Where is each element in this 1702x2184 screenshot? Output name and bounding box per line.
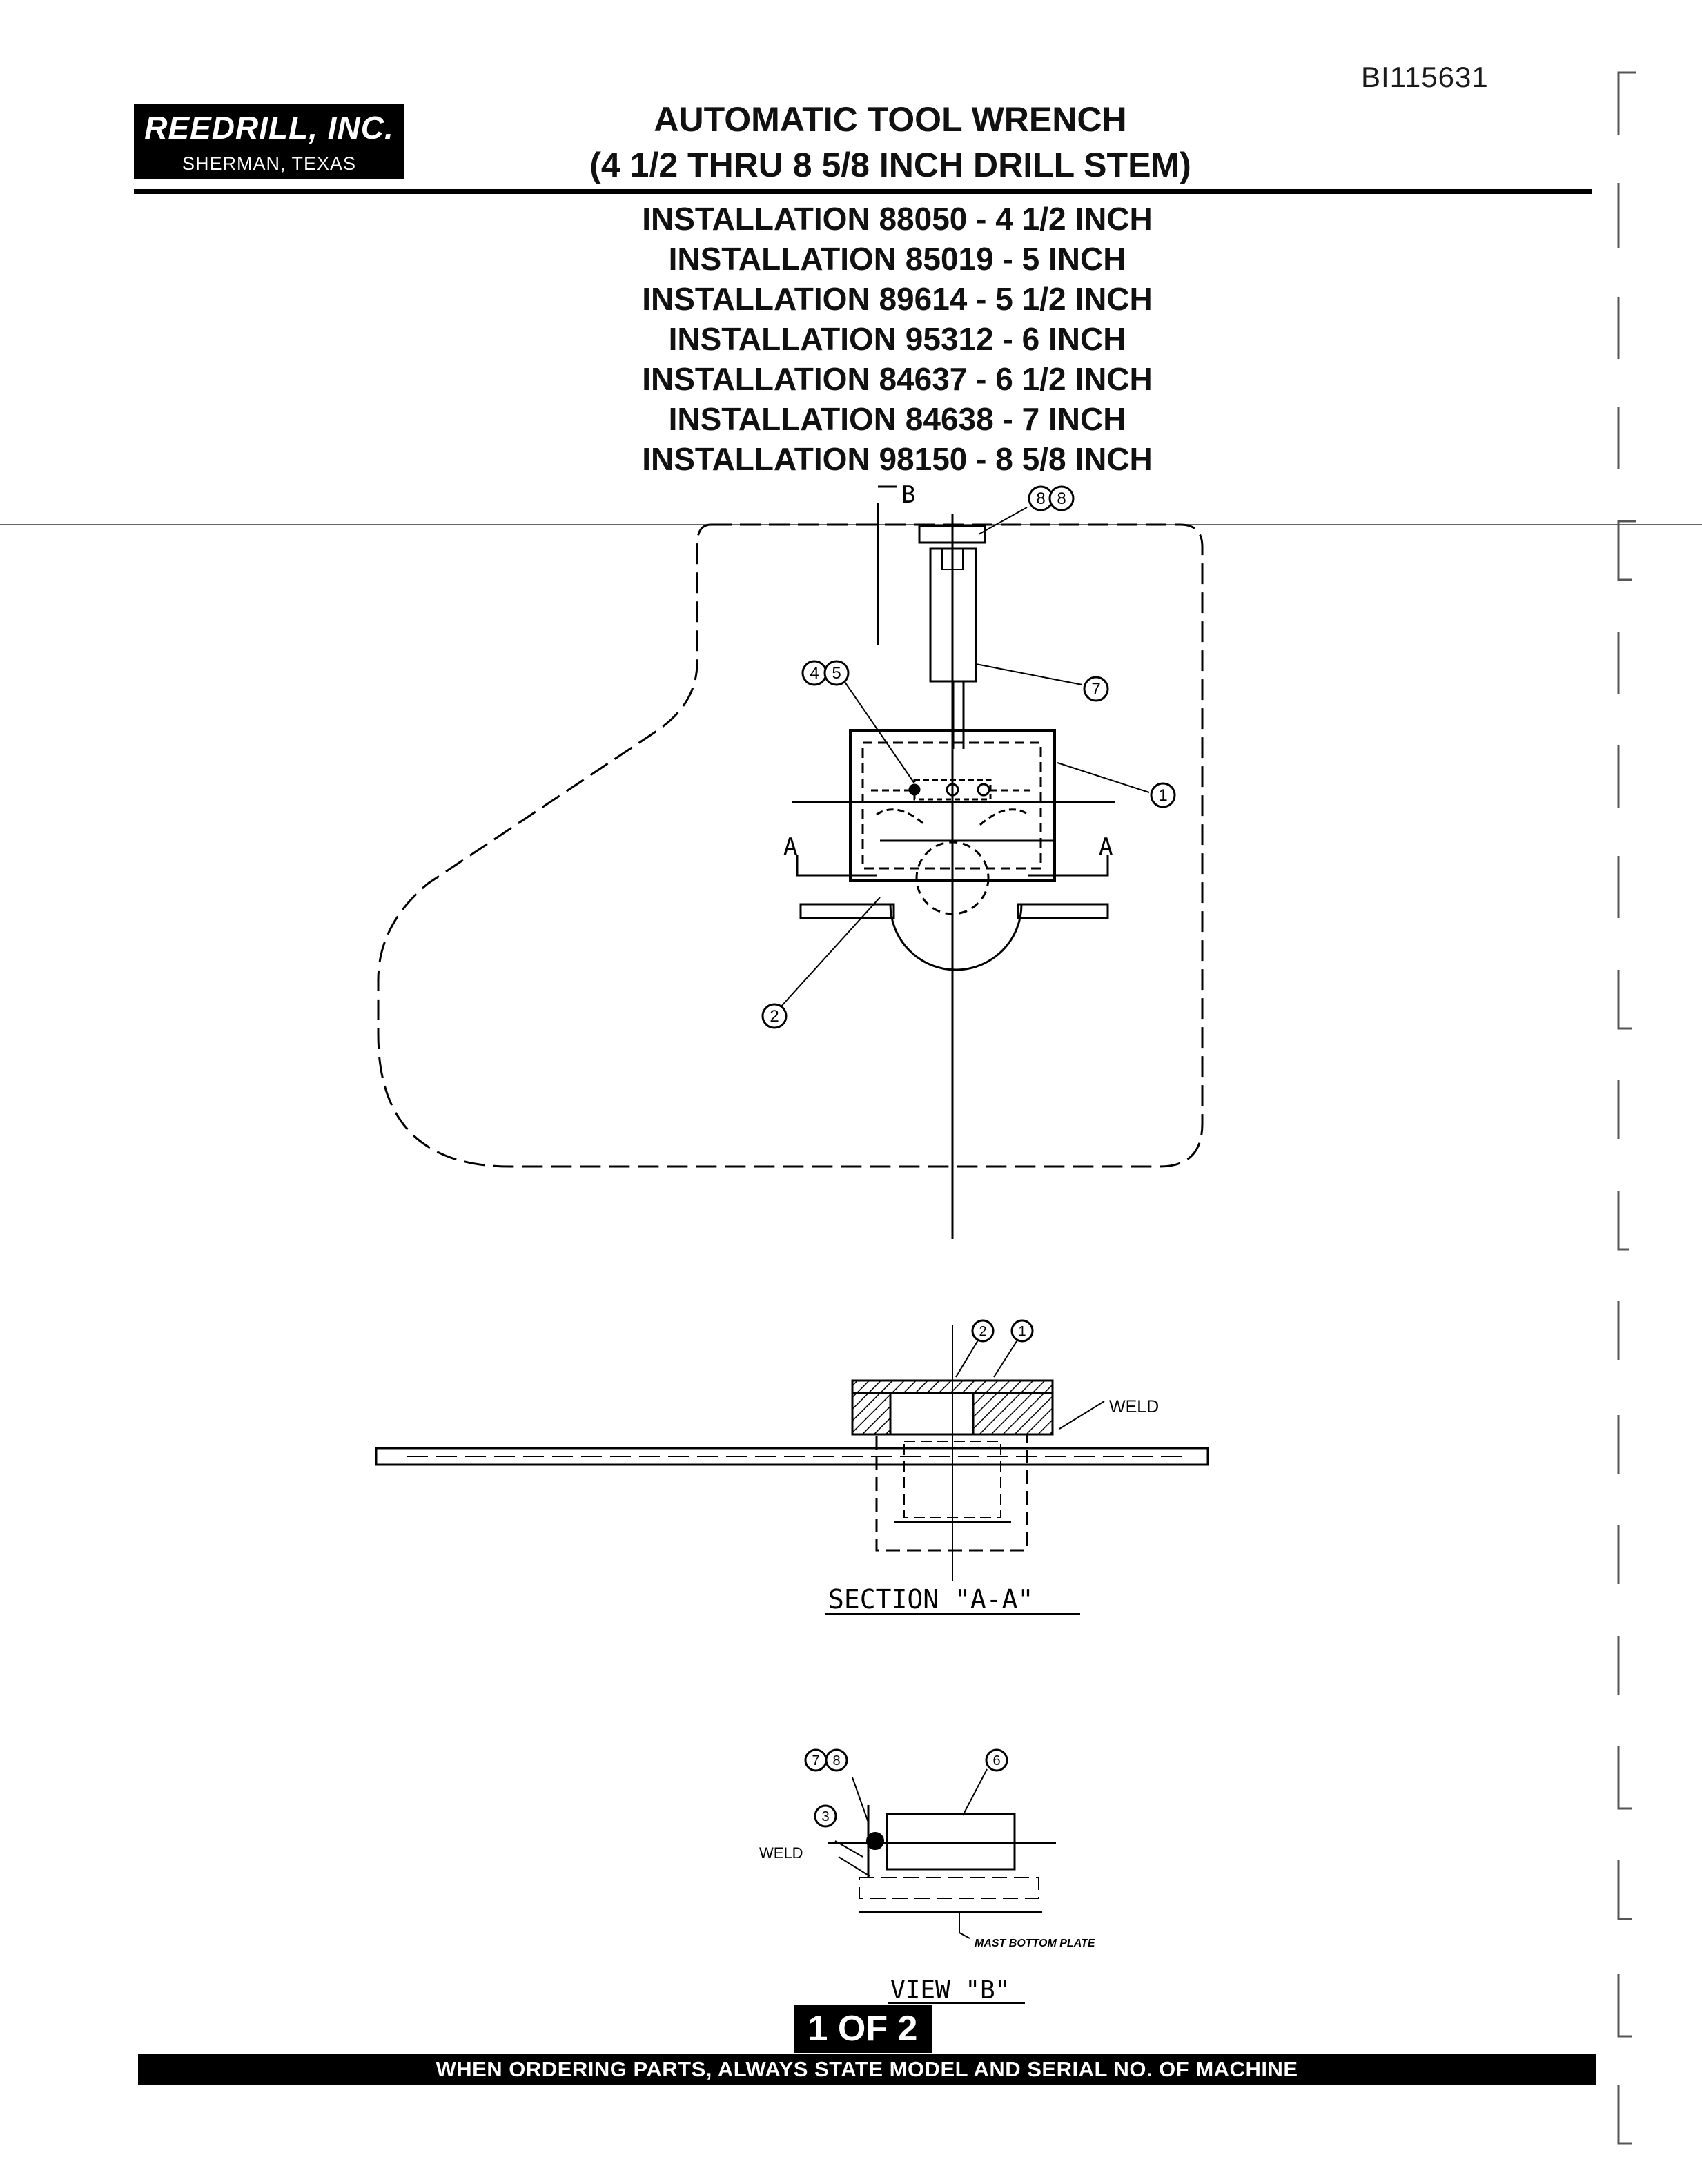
view-b-callout-6: 6	[992, 1753, 1000, 1768]
view-b	[828, 1768, 1056, 1939]
installation-item: INSTALLATION 95312 - 6 INCH	[668, 321, 1126, 357]
company-name: REEDRILL, INC.	[144, 110, 394, 146]
section-mark-a-right: A	[1099, 833, 1113, 861]
drill-pipe-arc	[889, 904, 1023, 971]
callout-2: 2	[770, 1007, 779, 1026]
section-aa-callout-2: 2	[979, 1324, 986, 1339]
installation-item: INSTALLATION 84638 - 7 INCH	[668, 401, 1126, 437]
view-b-callouts	[804, 1748, 1008, 1828]
document-id: BI115631	[1361, 61, 1489, 93]
main-plan-view	[377, 485, 1204, 1239]
footer-note: WHEN ORDERING PARTS, ALWAYS STATE MODEL …	[138, 2054, 1596, 2085]
section-aa-callouts	[971, 1319, 1034, 1343]
document-subtitle: (4 1/2 THRU 8 5/8 INCH DRILL STEM)	[589, 146, 1191, 184]
installation-item: INSTALLATION 88050 - 4 1/2 INCH	[642, 201, 1153, 237]
installation-item: INSTALLATION 84637 - 6 1/2 INCH	[642, 361, 1153, 397]
view-b-callout-8: 8	[832, 1753, 840, 1768]
view-b-caption: VIEW "B"	[890, 1976, 1010, 2005]
callout-7: 8	[1036, 489, 1045, 508]
main-callout-circles	[761, 485, 1176, 1029]
section-aa-callout-1: 1	[1018, 1324, 1026, 1339]
installation-list: INSTALLATION 88050 - 4 1/2 INCH INSTALLA…	[538, 199, 1256, 479]
view-b-callout-3: 3	[821, 1809, 829, 1824]
header-rule	[134, 189, 1592, 194]
callout-1: 1	[1158, 786, 1167, 805]
weld-label: WELD	[1109, 1397, 1159, 1416]
page-indicator: 1 OF 2	[794, 2005, 932, 2053]
mast-bottom-plate-label: MAST BOTTOM PLATE	[975, 1938, 1096, 1949]
installation-item: INSTALLATION 89614 - 5 1/2 INCH	[642, 281, 1153, 317]
section-aa-caption: SECTION "A-A"	[828, 1584, 1033, 1615]
document-title: AUTOMATIC TOOL WRENCH	[654, 100, 1127, 139]
section-mark-a-left: A	[783, 833, 797, 861]
view-b-weld-label: WELD	[759, 1844, 803, 1862]
callout-8: 8	[1057, 489, 1066, 508]
callout-6: 7	[1091, 680, 1100, 699]
section-mark-b: B	[901, 481, 915, 509]
company-location: SHERMAN, TEXAS	[182, 153, 357, 174]
main-callout-numbers: 8 8 7 4 5 1 2	[770, 489, 1167, 1026]
binder-marks	[1617, 71, 1636, 2145]
company-logo: REEDRILL, INC. SHERMAN, TEXAS	[134, 104, 404, 179]
callout-5: 5	[832, 664, 841, 683]
section-aa-view	[375, 1325, 1209, 1581]
callout-4: 4	[810, 664, 819, 683]
installation-item: INSTALLATION 85019 - 5 INCH	[668, 241, 1126, 277]
installation-item: INSTALLATION 98150 - 8 5/8 INCH	[642, 441, 1153, 477]
view-b-callout-7: 7	[812, 1753, 819, 1768]
